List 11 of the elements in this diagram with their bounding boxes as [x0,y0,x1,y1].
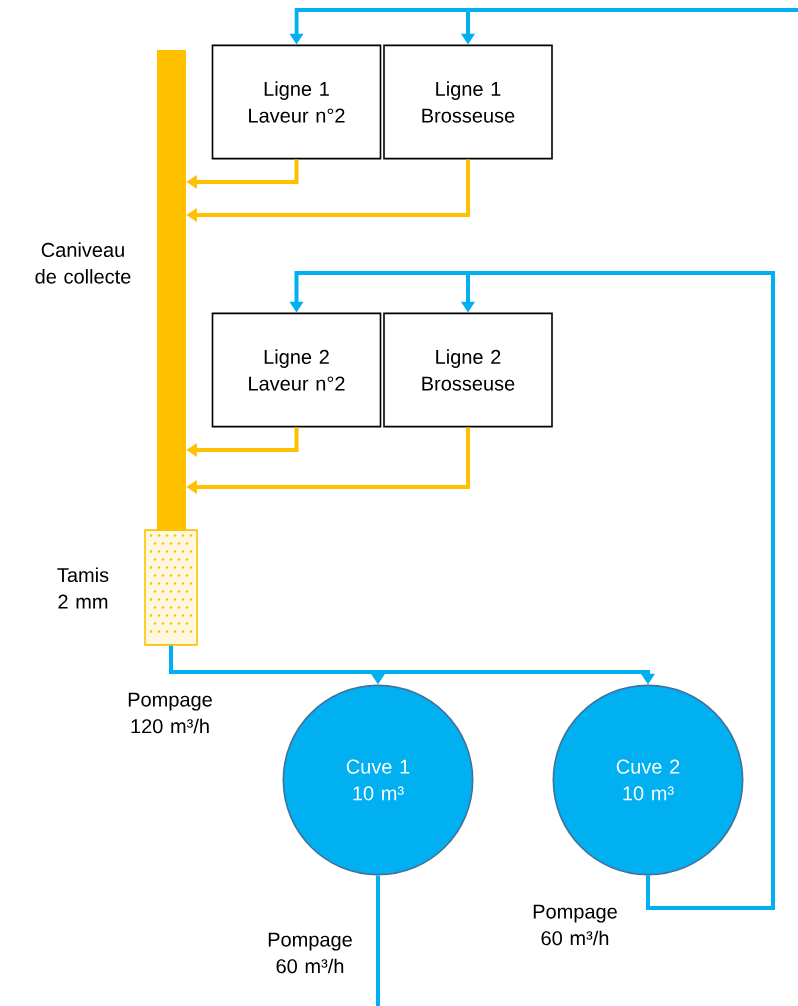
side-label: Tamis 2 mm [57,567,109,609]
process-box: Ligne 1 Laveur n°2 [211,44,382,160]
flow-rate-label: Pompage 60 m³/h [533,904,617,946]
side-label: Caniveau de collecte [35,242,131,284]
flow-rate-label: Pompage 120 m³/h [128,692,212,734]
process-box: Ligne 2 Laveur n°2 [211,312,382,428]
collection-channel [157,50,186,530]
process-box: Ligne 1 Brosseuse [383,44,553,160]
process-box: Ligne 2 Brosseuse [383,312,553,428]
sieve-box [144,529,198,646]
flow-rate-label: Pompage 60 m³/h [268,932,352,974]
